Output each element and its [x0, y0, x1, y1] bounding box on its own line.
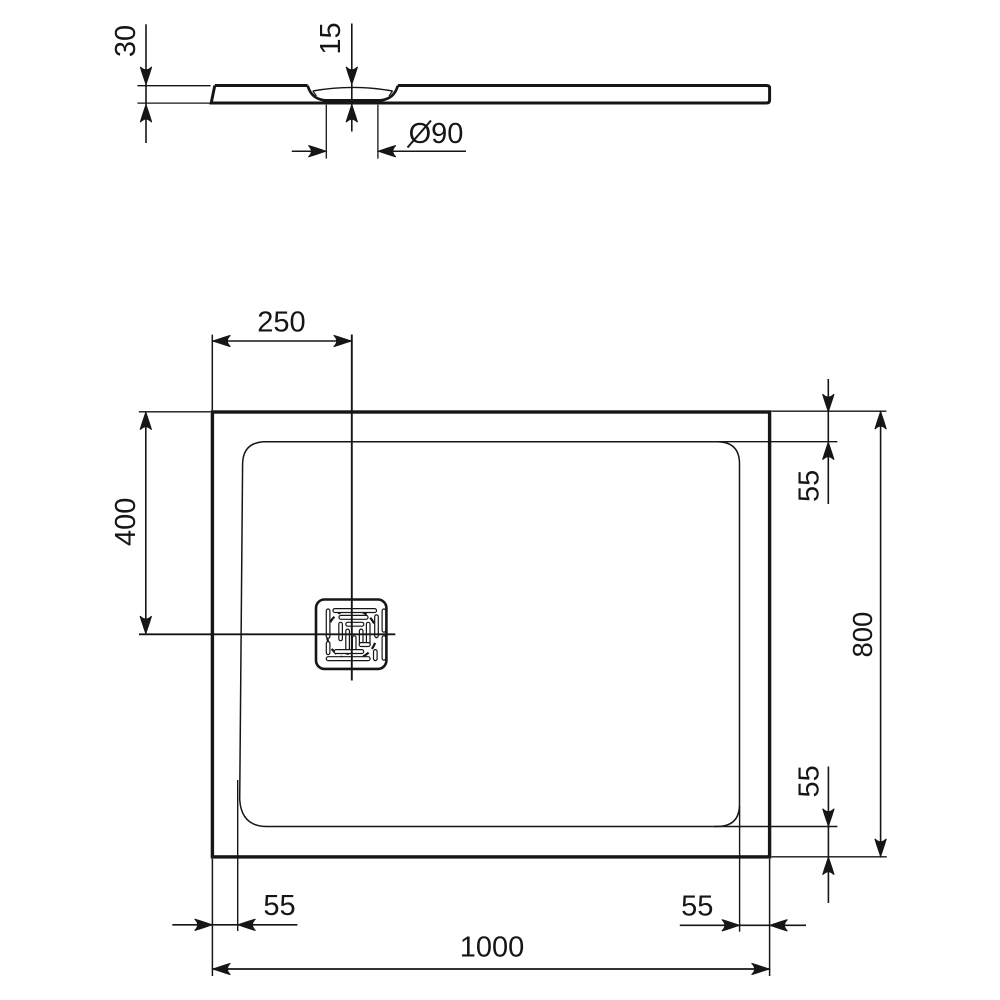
svg-text:250: 250	[257, 306, 305, 338]
svg-text:400: 400	[110, 498, 142, 546]
svg-text:55: 55	[793, 765, 825, 797]
svg-text:15: 15	[315, 22, 347, 54]
svg-text:55: 55	[793, 470, 825, 502]
svg-text:30: 30	[110, 25, 142, 57]
svg-text:55: 55	[263, 890, 295, 922]
svg-text:800: 800	[847, 612, 878, 658]
svg-text:1000: 1000	[460, 932, 525, 964]
svg-text:55: 55	[681, 890, 713, 922]
svg-text:O90: O90	[409, 118, 464, 150]
